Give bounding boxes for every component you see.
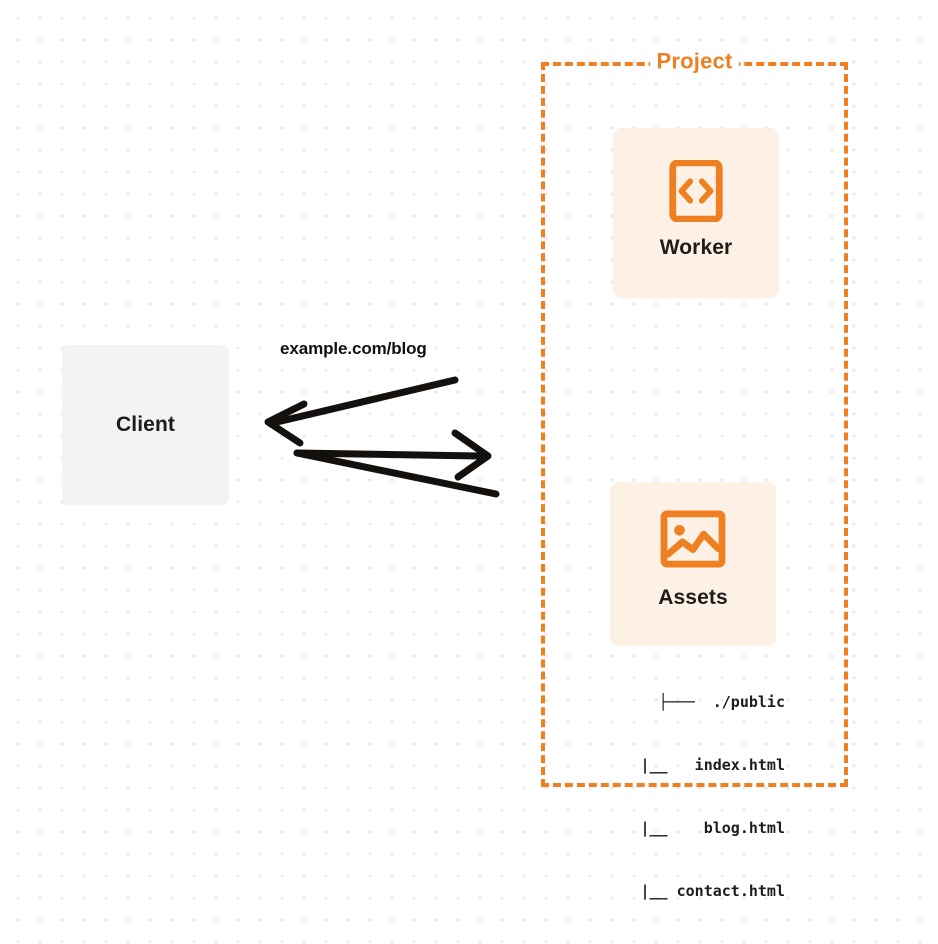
node-worker-label: Worker xyxy=(659,236,733,259)
edge-label-request: example.com/blog xyxy=(280,339,427,358)
node-client[interactable]: Client xyxy=(62,345,229,505)
node-worker[interactable]: Worker xyxy=(613,128,779,298)
diagram-canvas: Client example.com/blog Project Worker xyxy=(62,48,848,900)
node-assets[interactable]: Assets xyxy=(610,482,776,646)
group-project: Project xyxy=(541,48,848,787)
node-client-label: Client xyxy=(116,413,175,436)
file-tree-row: |__ contact.html xyxy=(613,882,785,900)
group-project-title: Project xyxy=(649,48,740,75)
code-brackets-icon xyxy=(669,160,723,222)
file-tree-row: |__ blog.html xyxy=(613,819,785,837)
assets-file-tree: ├─── ./public |__ index.html |__ blog.ht… xyxy=(585,650,785,944)
file-tree-row: |__ index.html xyxy=(613,756,785,774)
image-picture-icon xyxy=(660,510,726,568)
node-assets-label: Assets xyxy=(658,586,728,609)
edge-response-arrow xyxy=(264,376,459,447)
edge-request-arrow xyxy=(293,429,500,498)
file-tree-row: ├─── ./public xyxy=(658,693,785,711)
